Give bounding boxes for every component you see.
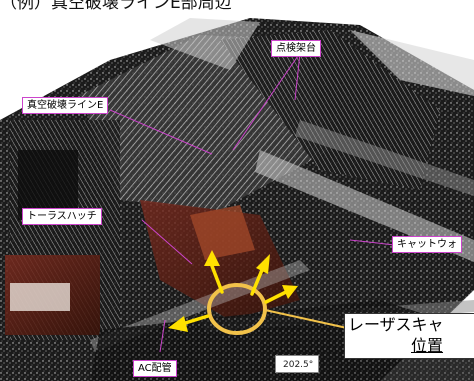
laser-scanner-marker — [207, 283, 348, 335]
scan-direction-arrows — [168, 250, 298, 332]
page-title: （例）真空破壊ラインE部周辺 — [0, 0, 232, 13]
laser-scanner-label-line2: 位置 — [411, 336, 444, 355]
laser-scanner-position-label: レーザスキャ 位置 — [344, 313, 474, 359]
angle-readout: 202.5° — [275, 355, 319, 373]
callout-torus-hatch: トーラスハッチ — [22, 208, 102, 225]
callout-ac-piping: AC配管 — [133, 360, 177, 377]
callout-catwalk: キャットウォ — [392, 236, 462, 253]
callout-inspection-stand: 点検架台 — [271, 40, 321, 57]
laser-scanner-label-line1: レーザスキャ — [348, 315, 444, 334]
callout-vacuum-break-line: 真空破壊ラインE — [22, 97, 109, 114]
leader-lines — [109, 52, 396, 353]
